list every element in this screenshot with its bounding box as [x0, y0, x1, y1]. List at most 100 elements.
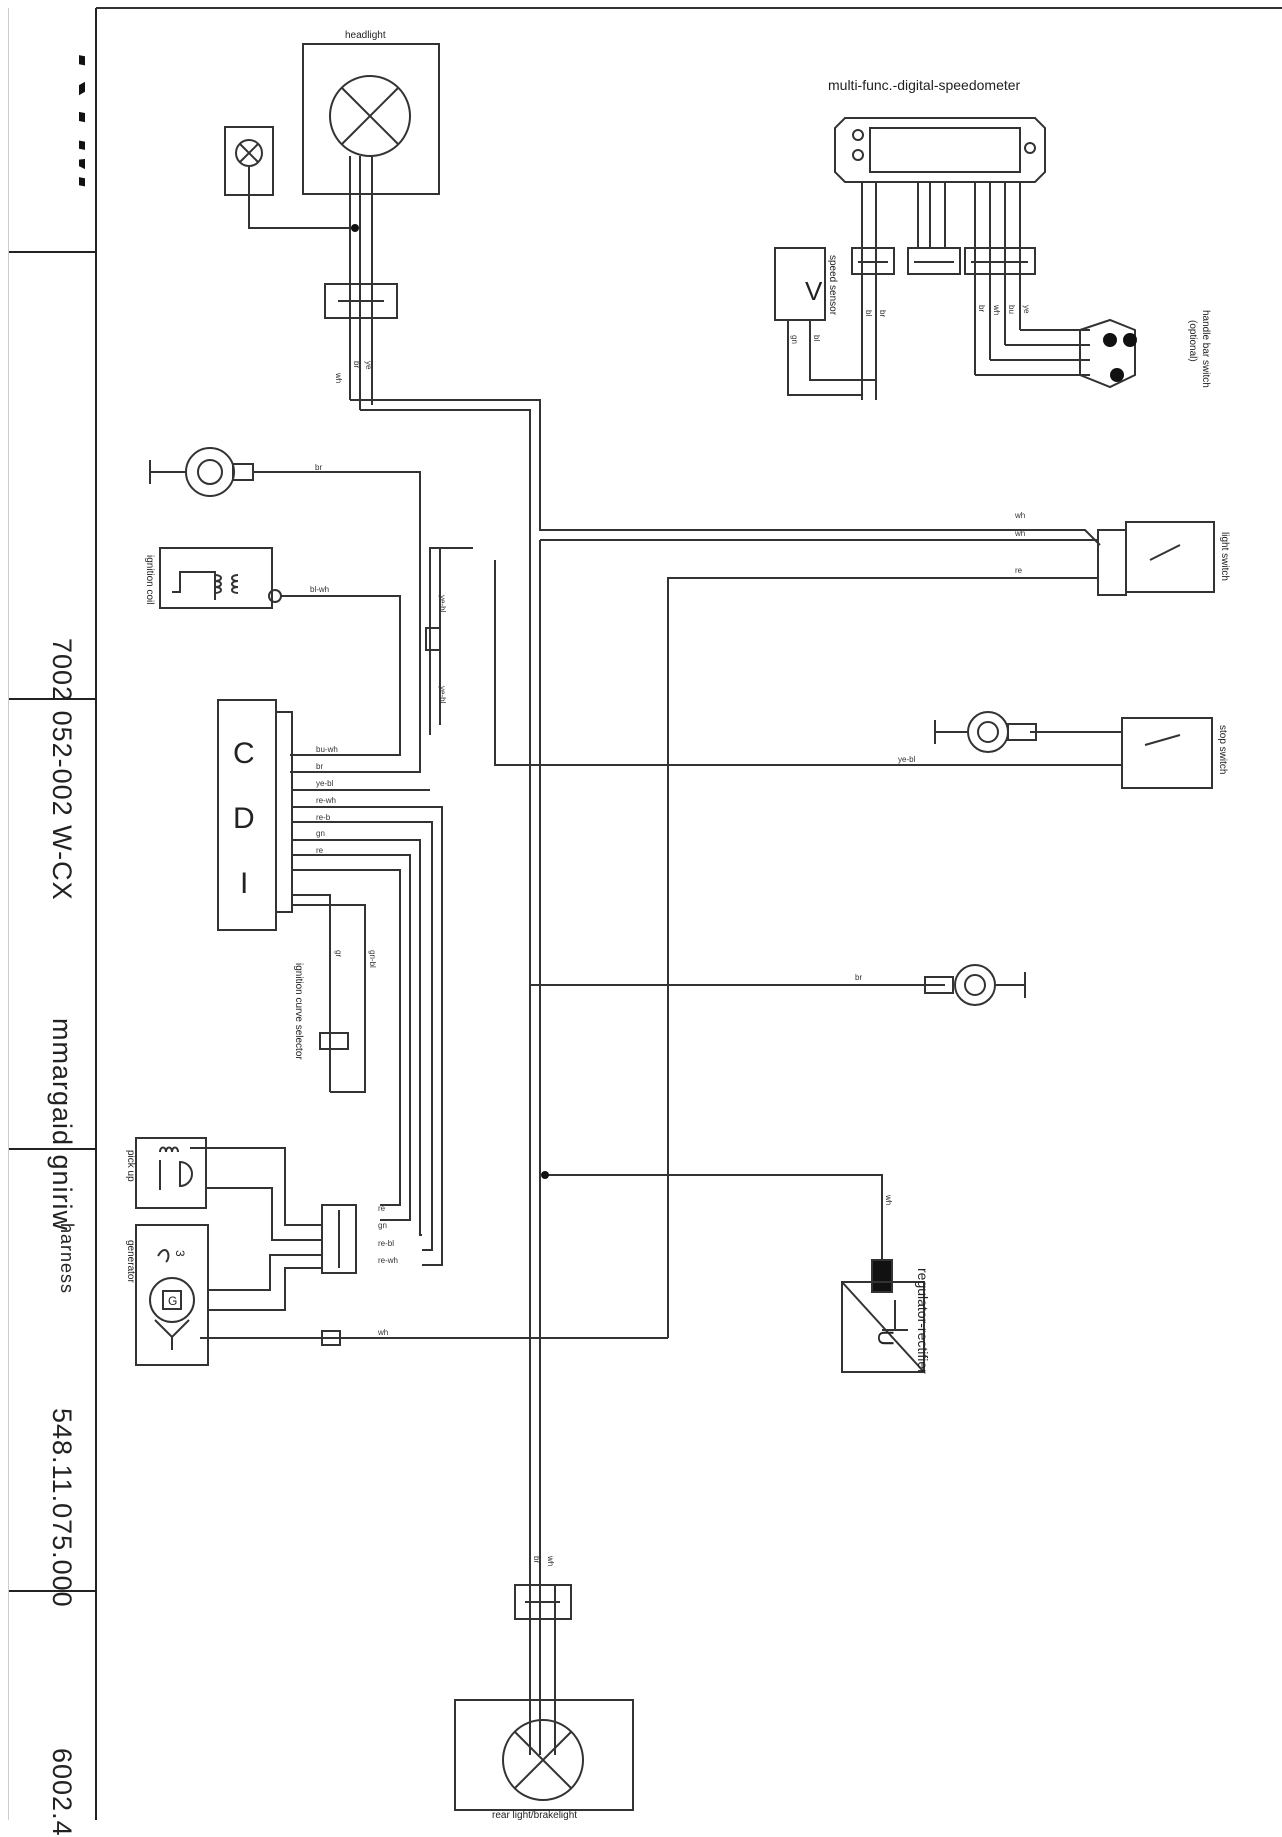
- wire-label: br: [977, 305, 986, 312]
- wire-label: br: [315, 463, 322, 472]
- wire-label: br: [352, 361, 361, 368]
- speedometer-body: [834, 117, 1046, 183]
- ktm-logo: KTM: [65, 54, 85, 194]
- wire-label: wh: [1014, 529, 1025, 538]
- title-cell-divider: [9, 1590, 95, 1592]
- regulator-label: regulator-rectifier: [915, 1268, 931, 1374]
- wire-label: re: [1015, 566, 1023, 575]
- generator-phase: 3: [173, 1250, 187, 1257]
- wire-parking: [248, 166, 355, 229]
- pick-up: [135, 1137, 207, 1209]
- wire-label: re-bl: [378, 1239, 394, 1248]
- wire-coil: [281, 595, 401, 756]
- regulator-rectifier: [841, 1281, 925, 1373]
- headlight-lamp: [329, 75, 411, 157]
- wire-gnd-top: [253, 471, 421, 773]
- stop-switch: [1121, 717, 1213, 789]
- wire-regulator: [545, 1174, 883, 1260]
- headlight-label: headlight: [345, 30, 386, 41]
- brand-text: KTM: [65, 54, 85, 194]
- junction-reg: [541, 1171, 549, 1179]
- wire-rear-1: [360, 409, 531, 1660]
- wire-label: wh: [377, 1328, 388, 1337]
- title-cell-divider: [9, 1148, 95, 1150]
- speedometer-display: [869, 127, 1021, 173]
- rear-light-lamp: [502, 1719, 584, 1801]
- rear-light-housing: [454, 1699, 634, 1811]
- regulator-symbol: U: [873, 1330, 898, 1346]
- wire-stop: [494, 560, 1122, 766]
- ye-bl-connector: [425, 627, 441, 651]
- wire-label: wh: [1014, 511, 1025, 520]
- wire-label: re-wh: [378, 1256, 398, 1265]
- title-cell-divider: [9, 698, 95, 700]
- light-switch-label: light switch: [1219, 532, 1230, 581]
- handlebar-switch-note: (optional): [1187, 320, 1198, 362]
- wire-label: re: [378, 1204, 386, 1213]
- ignition-coil: [159, 547, 273, 609]
- wire-ls-1: [350, 399, 1101, 546]
- wire-label: ye: [364, 361, 373, 370]
- light-switch-plug: [1097, 529, 1127, 596]
- speedometer-plug-2: [907, 247, 961, 275]
- wire-label: bl-wh: [310, 585, 329, 594]
- handlebar-switch-label: handle bar switch: [1200, 310, 1211, 388]
- generator-symbol: G: [168, 1294, 177, 1308]
- wire-label: wh: [546, 1555, 555, 1566]
- junction-head: [351, 224, 359, 232]
- cdi-letter-c: C: [233, 737, 255, 770]
- curve-selector-label: ignition curve selector: [293, 963, 304, 1060]
- wire-label: gn-bl: [368, 950, 377, 968]
- curve-selector-plug: [319, 1032, 349, 1050]
- wire-label: ye-bl: [898, 755, 916, 764]
- speed-sensor: [774, 247, 826, 321]
- speed-sensor-symbol: V: [805, 276, 823, 306]
- ground-top-eye: [185, 447, 235, 497]
- wire-ls-3: [667, 577, 1098, 1338]
- wire-label: br: [878, 310, 887, 317]
- ignition-coil-label: ignition coil: [144, 555, 155, 604]
- wire-label: gn: [316, 829, 325, 838]
- gen-connector: [321, 1330, 341, 1346]
- stop-ground-eye: [967, 711, 1009, 753]
- wire-label: br: [532, 1556, 541, 1563]
- speed-sensor-label: speed sensor: [827, 255, 838, 316]
- wire-label: bu: [1007, 305, 1016, 314]
- rear-connector: [514, 1584, 572, 1620]
- wire-label: gr: [334, 950, 343, 957]
- ground-mid-eye: [954, 964, 996, 1006]
- wire-label: bu-wh: [316, 745, 338, 754]
- wire-label: br: [316, 762, 323, 771]
- wire-label: wh: [992, 304, 1001, 315]
- wire-label: gn: [378, 1221, 387, 1230]
- wire-label: re-wh: [316, 796, 336, 805]
- wire-label: re-b: [316, 813, 331, 822]
- title-cell-divider: [9, 251, 95, 253]
- wire-label: ye-bl: [438, 595, 447, 613]
- wire-label: wh: [334, 372, 343, 383]
- light-switch: [1125, 521, 1215, 593]
- wire-label: ye-bl: [316, 779, 334, 788]
- cdi-letter-i: I: [240, 867, 248, 900]
- cdi-letter-d: D: [233, 802, 255, 835]
- wire-label: bl: [864, 310, 873, 316]
- wire-label: wh: [884, 1194, 893, 1205]
- regulator-plug: [871, 1259, 893, 1293]
- speedometer-plug-3: [964, 247, 1036, 275]
- generator-label: generator: [125, 1240, 136, 1283]
- speedometer-plug-1: [851, 247, 895, 275]
- wire-label: ye: [1022, 305, 1031, 314]
- rear-light-label: rear light/brakelight: [492, 1810, 577, 1820]
- title-block: KTM 7002 052-002 W-CX mmargaid gniriw ha…: [8, 8, 97, 1837]
- wire-label: ye-bl: [438, 686, 447, 704]
- wire-label: br: [855, 973, 862, 982]
- generator: [135, 1224, 209, 1366]
- pick-up-label: pick up: [125, 1150, 136, 1182]
- wire-label: re: [316, 846, 324, 855]
- wire-label: gn: [790, 335, 799, 344]
- cdi-plug: [275, 711, 293, 913]
- stop-switch-label: stop switch: [1217, 725, 1228, 774]
- speedometer-label: multi-func.-digital-speedometer: [828, 77, 1021, 93]
